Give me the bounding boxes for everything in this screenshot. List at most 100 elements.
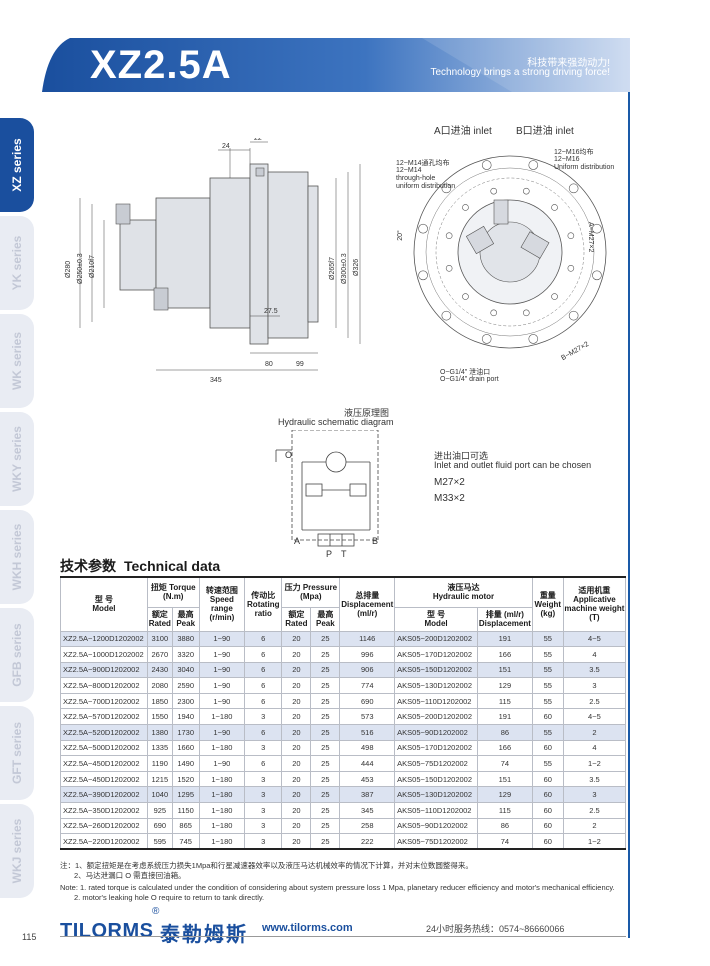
m16-a-label: 12~M16 [554, 156, 580, 163]
cell-disp: 258 [339, 817, 396, 835]
service-hotline: 24小时服务热线：0574~86660066 [426, 924, 565, 934]
cell-model: XZ2.5A~570D1202002 [60, 708, 148, 726]
cell-p-peak: 25 [310, 833, 341, 851]
cell-ratio: 3 [244, 833, 283, 851]
cell-p-rated: 20 [281, 739, 312, 757]
tab-wk-series[interactable]: WK series [0, 314, 34, 408]
drain-cn-label: O~G1/4" 泄油口 [440, 369, 491, 376]
cell-speed: 1~90 [198, 755, 246, 772]
cell-weight: 55 [531, 692, 564, 710]
cell-p-peak: 25 [310, 646, 341, 663]
cell-motor-disp: 166 [476, 646, 533, 663]
cell-motor-disp: 115 [476, 692, 533, 710]
cell-speed: 1~90 [198, 724, 246, 741]
tab-wky-series[interactable]: WKY series [0, 412, 34, 506]
dim-250: Ø250±0.3 [77, 253, 84, 284]
cell-motor: AKS05~170D1202002 [394, 646, 478, 663]
cell-p-peak: 25 [310, 692, 341, 710]
cell-model: XZ2.5A~500D1202002 [60, 739, 148, 757]
cell-motor: AKS05~150D1202002 [394, 661, 478, 679]
cell-model: XZ2.5A~700D1202002 [60, 692, 148, 710]
series-tabs: XZ series YK series WK series WKY series… [0, 118, 40, 902]
cell-motor-disp: 166 [476, 739, 533, 757]
note-cn-1: 注：1、额定扭矩是在考虑系统压力损失1Mpa和行星减速器效率以及液压马达机械效率… [60, 861, 473, 870]
cell-speed: 1~180 [198, 770, 246, 788]
m16-cn-label: 12~M16均布 [554, 149, 594, 156]
cell-weight: 60 [531, 786, 564, 804]
dim-345: 345 [210, 377, 222, 384]
cell-peak: 1660 [171, 739, 200, 757]
bolt-hole [528, 334, 539, 344]
cell-weight: 55 [531, 755, 564, 772]
cell-rated: 3100 [146, 630, 173, 648]
cell-motor: AKS05~170D1202002 [394, 739, 478, 757]
cell-p-rated: 20 [281, 692, 312, 710]
cell-p-rated: 20 [281, 786, 312, 804]
tab-gft-series[interactable]: GFT series [0, 706, 34, 800]
cell-rated: 1380 [146, 724, 173, 741]
schematic-title-en: Hydraulic schematic diagram [278, 417, 394, 427]
cell-app: 4 [562, 739, 627, 757]
cell-motor-disp: 129 [476, 786, 533, 804]
bolt-hole [551, 293, 558, 300]
tab-wkh-series[interactable]: WKH series [0, 510, 34, 604]
cell-disp: 387 [339, 786, 396, 804]
cell-model: XZ2.5A~520D1202002 [60, 724, 148, 741]
cell-speed: 1~90 [198, 692, 246, 710]
cell-model: XZ2.5A~900D1202002 [60, 661, 148, 679]
front-view-drawing [413, 155, 607, 349]
bolt-hole [528, 160, 539, 170]
cell-weight: 55 [531, 646, 564, 663]
m16-b-label: Uniform distribution [554, 164, 615, 171]
cell-app: 3.5 [562, 661, 627, 679]
cell-disp: 444 [339, 755, 396, 772]
cell-ratio: 6 [244, 724, 283, 741]
cell-peak: 865 [171, 817, 200, 835]
cell-motor-disp: 86 [476, 724, 533, 741]
cell-model: XZ2.5A~390D1202002 [60, 786, 148, 804]
website-link[interactable]: www.tilorms.com [262, 922, 353, 934]
cell-disp: 573 [339, 708, 396, 726]
bolt-hole [523, 309, 530, 317]
port-p-label: P [326, 549, 333, 559]
cell-p-rated: 20 [281, 817, 312, 835]
cell-weight: 60 [531, 770, 564, 788]
cell-app: 2.5 [562, 692, 627, 710]
m14-a-label: 12~M14 [396, 167, 422, 174]
cell-app: 4~5 [562, 708, 627, 726]
cell-app: 4~5 [562, 630, 627, 648]
cell-app: 3 [562, 786, 627, 804]
cell-motor-disp: 115 [476, 802, 533, 819]
cell-p-rated: 20 [281, 708, 312, 726]
cell-weight: 55 [531, 661, 564, 679]
dim-280: Ø280 [65, 261, 72, 278]
bolt-hole [418, 270, 428, 281]
tab-yk-series[interactable]: YK series [0, 216, 34, 310]
cell-p-rated: 20 [281, 770, 312, 788]
tab-gfb-series[interactable]: GFB series [0, 608, 34, 702]
tab-label: YK series [10, 235, 24, 291]
cell-p-rated: 20 [281, 646, 312, 663]
bolt-hole [490, 309, 497, 317]
cell-rated: 2080 [146, 677, 173, 694]
cell-model: XZ2.5A~1000D1202002 [60, 646, 148, 663]
tab-xz-series[interactable]: XZ series [0, 118, 34, 212]
schematic-diagram [275, 430, 379, 547]
a-m27-label: A~M27×2 [587, 222, 594, 253]
bolt-hole [568, 310, 579, 321]
cell-p-rated: 20 [281, 833, 312, 851]
cell-disp: 774 [339, 677, 396, 694]
tab-wkj-series[interactable]: WKJ series [0, 804, 34, 898]
port-o-label: O [285, 450, 293, 460]
technical-title-en: Technical data [124, 558, 221, 574]
inlet-a-label: A口进油 inlet [434, 126, 492, 137]
cell-motor: AKS05~130D1202002 [394, 786, 478, 804]
bolt-hole [462, 204, 469, 211]
cell-app: 2.5 [562, 802, 627, 819]
